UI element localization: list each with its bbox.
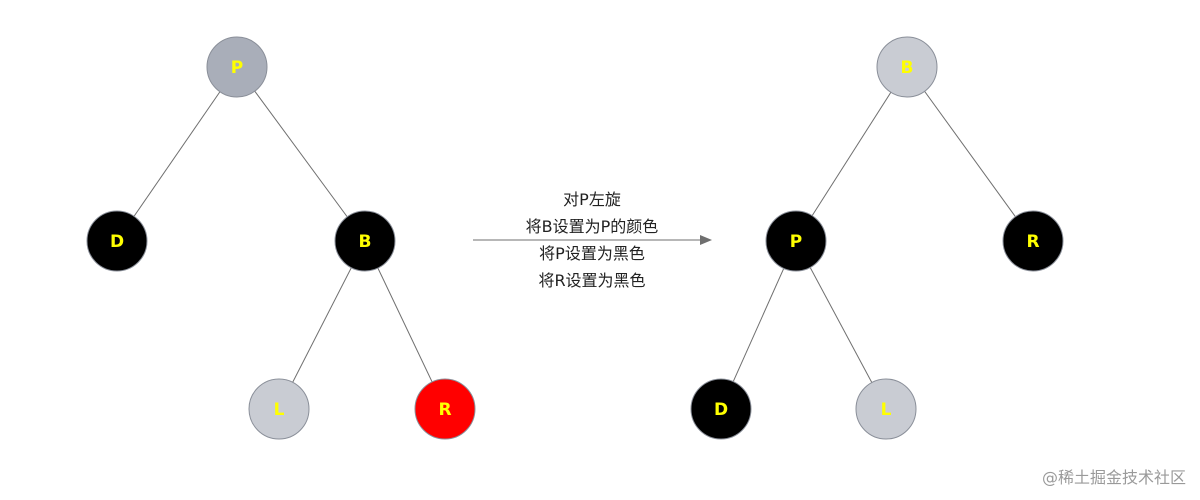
node-label-b: B (359, 232, 372, 252)
node-label-d: D (714, 400, 728, 420)
node-label-d: D (110, 232, 124, 252)
step-line: 将B设置为P的颜色 (525, 217, 659, 236)
edge-p-d (720, 240, 797, 410)
node-l (248, 378, 310, 440)
node-label-p: P (790, 232, 802, 252)
node-p (765, 210, 827, 272)
node-r (414, 378, 476, 440)
node-p (206, 36, 268, 98)
node-b (334, 210, 396, 272)
watermark: @稀土掘金技术社区 (1041, 468, 1186, 487)
edge-b-p (795, 66, 908, 242)
node-label-l: L (881, 400, 892, 420)
node-d (690, 378, 752, 440)
edge-b-r (364, 240, 446, 410)
node-d (86, 210, 148, 272)
node-l (855, 378, 917, 440)
tree-before: P D B L R (86, 36, 476, 440)
step-line: 将P设置为黑色 (539, 244, 645, 263)
step-line: 将R设置为黑色 (538, 271, 646, 290)
node-label-r: R (438, 400, 451, 420)
node-label-r: R (1026, 232, 1039, 252)
edge-p-l (795, 240, 887, 410)
rotation-steps-caption: 对P左旋 将B设置为P的颜色 将P设置为黑色 将R设置为黑色 (452, 186, 732, 294)
edge-b-l (278, 240, 366, 410)
edge-p-b (236, 66, 366, 242)
node-b (876, 36, 938, 98)
tree-after: B P R D L (690, 36, 1064, 440)
node-label-b: B (901, 58, 914, 78)
node-label-p: P (231, 58, 243, 78)
node-r (1002, 210, 1064, 272)
step-line: 对P左旋 (563, 190, 621, 209)
edge-b-r (906, 66, 1034, 242)
node-label-l: L (274, 400, 285, 420)
edge-p-d (116, 66, 238, 242)
